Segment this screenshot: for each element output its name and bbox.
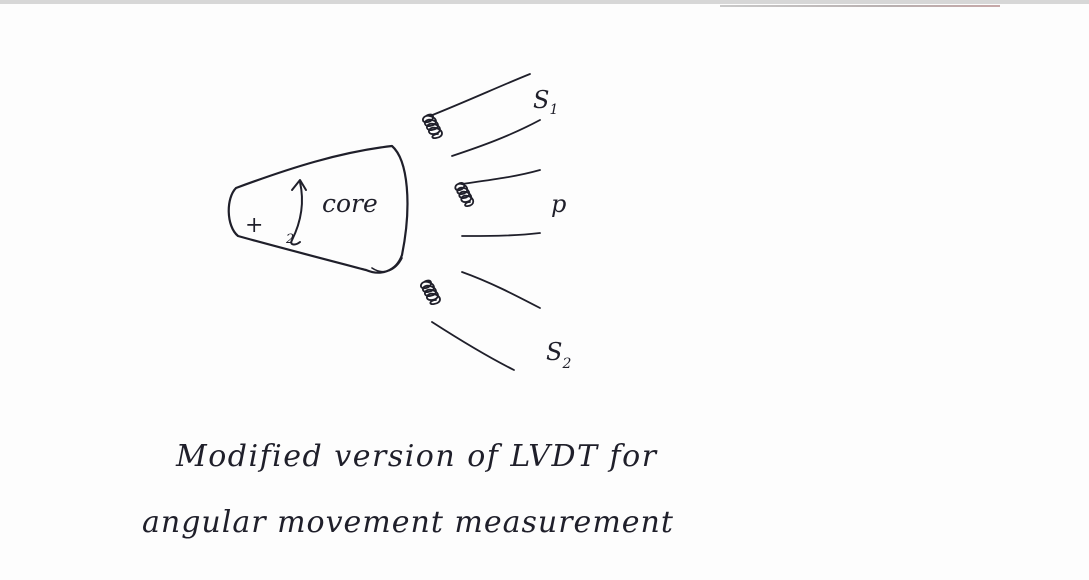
rotation-arrow-shaft xyxy=(290,181,303,246)
primary-coil-p xyxy=(454,169,541,237)
rotation-arrow-head xyxy=(291,179,307,191)
rotation-arrow xyxy=(290,179,307,246)
coil-s1-lower-lead xyxy=(451,119,541,157)
secondary-coil-s2 xyxy=(420,271,541,371)
top-edge-accent xyxy=(720,5,1000,7)
top-edge-strip xyxy=(0,0,1089,4)
secondary-coil-s1 xyxy=(422,73,541,157)
coil-s2-lower-lead xyxy=(431,321,515,371)
label-s1: S1 xyxy=(533,86,558,118)
coil-s1-upper-lead xyxy=(429,73,531,117)
coil-s1-winding xyxy=(422,113,443,140)
coil-p-upper-lead xyxy=(461,169,541,185)
rotation-arrow-mark: 2 xyxy=(285,232,294,247)
coil-s2-winding xyxy=(420,279,441,306)
plus-sign-label: + xyxy=(245,213,263,238)
caption-line-2: angular movement measurement xyxy=(142,505,674,540)
caption-line-1: Modified version of LVDT for xyxy=(175,439,658,474)
core-label: core xyxy=(322,189,378,218)
label-s2: S2 xyxy=(546,338,571,372)
core-outline xyxy=(227,144,409,274)
coil-p-lower-lead xyxy=(461,232,541,237)
core-outline-accent xyxy=(371,257,403,273)
coil-s2-upper-lead xyxy=(461,271,541,309)
coil-p-winding xyxy=(454,182,475,208)
label-p: p xyxy=(551,190,566,218)
rotary-core xyxy=(227,144,409,274)
